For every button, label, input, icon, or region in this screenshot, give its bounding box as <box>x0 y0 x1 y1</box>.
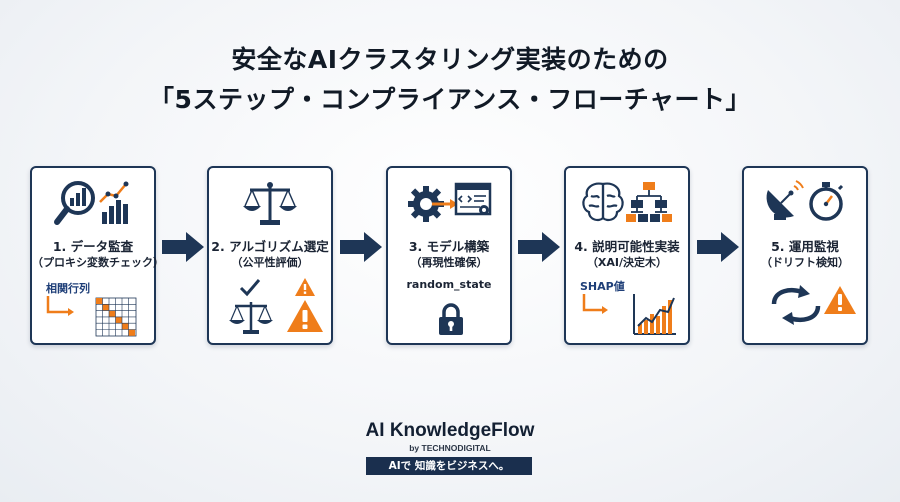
title-line-2: 「5ステップ・コンプライアンス・フローチャート」 <box>149 85 751 114</box>
brain-tree-icon <box>582 182 672 222</box>
flow-arrow-3 <box>518 232 560 262</box>
correlation-matrix-icon <box>46 296 137 337</box>
gear-code-icon <box>408 182 492 222</box>
step-note: 相関行列 <box>46 282 90 295</box>
step-subtitle: （プロキシ変数チェック） <box>32 256 164 269</box>
flow-arrow-1 <box>162 232 204 262</box>
step-card-5: 5. 運用監視 （ドリフト検知） <box>742 166 868 345</box>
warning-icon <box>824 286 856 314</box>
page-title: 安全なAIクラスタリング実装のための 「5ステップ・コンプライアンス・フローチャ… <box>0 40 900 120</box>
warning-icon <box>287 278 323 332</box>
step-title: 1. データ監査 <box>52 239 134 254</box>
brain-icon <box>582 182 624 222</box>
cycle-warning-icon <box>771 285 856 325</box>
cycle-arrows-icon <box>771 287 821 323</box>
title-line-1: 安全なAIクラスタリング実装のための <box>231 45 669 74</box>
lock-icon <box>439 303 463 335</box>
brand-by: by TECHNODIGITAL <box>409 443 491 453</box>
step-subtitle: （XAI/決定木） <box>586 256 668 269</box>
decision-tree-icon <box>626 182 672 222</box>
brand-tagline: AIで 知識をビジネスへ。 <box>366 457 532 475</box>
step-subtitle: （再現性確保） <box>410 256 488 269</box>
flow-arrow-2 <box>340 232 382 262</box>
step-title: 5. 運用監視 <box>771 239 839 254</box>
step-note: SHAP値 <box>580 280 625 293</box>
step-subtitle: （ドリフト検知） <box>761 256 849 269</box>
step-card-3: 3. モデル構築 （再現性確保） random_state <box>386 166 512 345</box>
scales-icon <box>243 182 297 225</box>
step-subtitle: （公平性評価） <box>231 256 309 269</box>
step-title: 3. モデル構築 <box>408 239 490 254</box>
check-scales-icon <box>229 279 273 334</box>
step-card-1: 1. データ監査 （プロキシ変数チェック） 相関行列 <box>30 166 164 345</box>
step-card-2: 2. アルゴリズム選定 （公平性評価） <box>207 166 333 345</box>
brand-name: AI KnowledgeFlow <box>365 420 535 441</box>
dish-stopwatch-icon <box>766 180 844 221</box>
stopwatch-icon <box>809 182 844 221</box>
satellite-dish-icon <box>766 180 804 220</box>
step-title: 4. 説明可能性実装 <box>574 239 680 254</box>
check-icon <box>239 279 261 297</box>
step-card-4: 4. 説明可能性実装 （XAI/決定木） SHAP値 <box>564 166 690 345</box>
step-note: random_state <box>406 278 492 291</box>
shap-chart-icon <box>582 294 676 335</box>
magnifier-chart-icon <box>54 181 129 225</box>
flow-arrow-4 <box>697 232 739 262</box>
step-title: 2. アルゴリズム選定 <box>211 239 329 254</box>
